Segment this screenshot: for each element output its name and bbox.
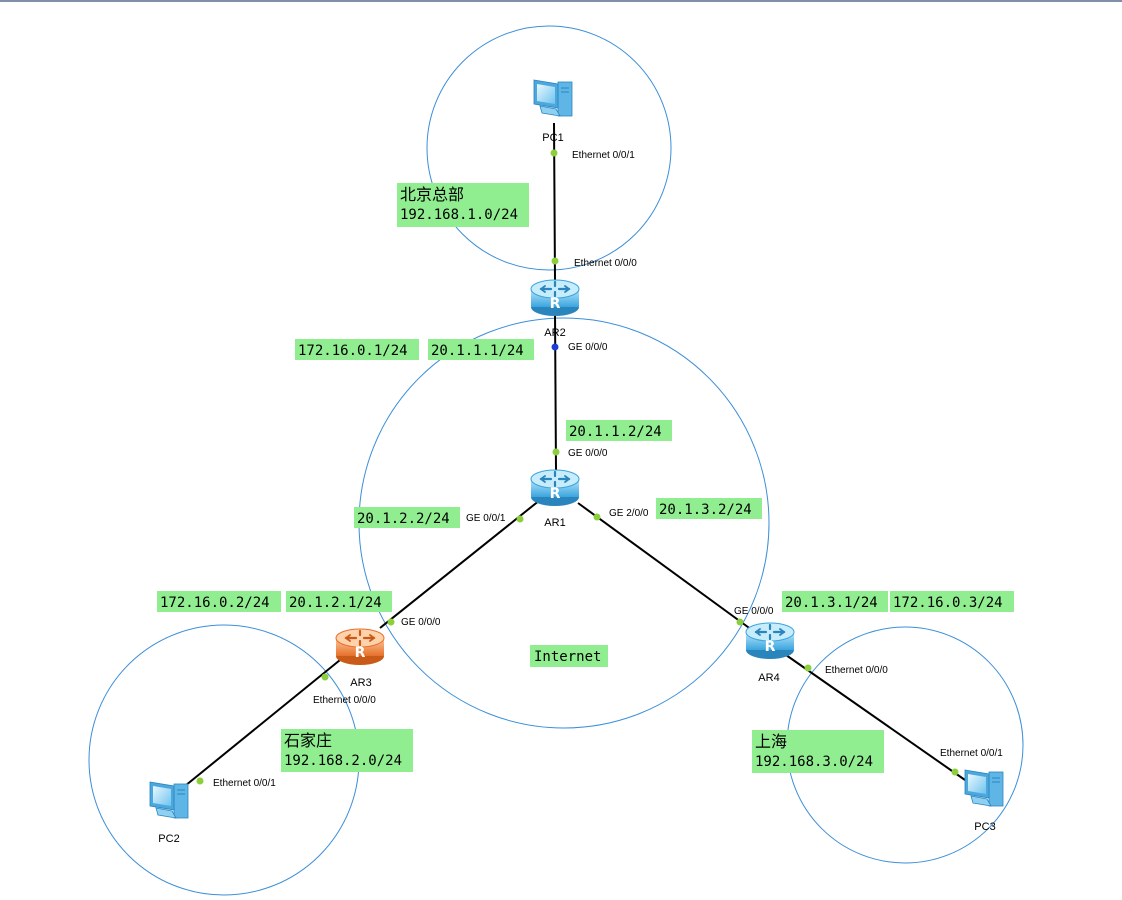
port-dot-ar4-eth[interactable] [804,664,812,672]
ar1-label: AR1 [544,517,565,529]
shijiazhuang-label-bg [281,729,413,772]
ar3[interactable] [334,627,386,667]
ar4-public-ip: 20.1.3.1/24 [785,595,878,611]
port-dot-ar3-eth[interactable] [321,673,329,681]
beijing-zone-circle [426,25,672,271]
link-ar1-ar4[interactable] [577,502,753,631]
port-label-ar1-ge000: GE 0/0/0 [568,448,608,459]
ar4-public-label-bg [782,591,888,612]
port-label-ar3-eth: Ethernet 0/0/0 [313,695,376,706]
ar2-public-ip: 20.1.1.1/24 [431,343,524,359]
router-icon [529,278,581,318]
ar2[interactable] [529,278,581,318]
ar1-to-ar2-label-bg [566,420,672,441]
port-label-ar3-ge: GE 0/0/0 [401,617,441,628]
link-ar1-ar3[interactable] [379,499,541,629]
internet-label-bg [530,645,608,667]
ar2-tunnel-label-bg [295,339,419,360]
port-label-ar2-ge: GE 0/0/0 [568,342,608,353]
port-label-pc3: Ethernet 0/0/1 [940,748,1003,759]
ar3-public-label-bg [286,591,392,612]
pc2[interactable] [149,781,189,819]
ar1[interactable] [529,468,581,508]
link-ar2-ar1[interactable] [554,312,557,471]
ar2-public-label-bg [428,339,534,360]
link-ar3-pc2[interactable] [179,659,341,791]
port-dot-ar2-eth[interactable] [551,257,559,265]
port-label-pc2: Ethernet 0/0/1 [213,778,276,789]
pc1[interactable] [533,79,573,117]
pc2-label: PC2 [158,833,179,845]
router-icon [334,627,386,667]
shanghai-name: 上海 [755,732,787,751]
port-label-ar1-ge001: GE 0/0/1 [466,513,506,524]
ar1-to-ar4-ip: 20.1.3.2/24 [659,502,752,518]
pc3[interactable] [964,769,1004,807]
ar4-tunnel-ip: 172.16.0.3/24 [893,595,1003,611]
ar2-tunnel-ip: 172.16.0.1/24 [298,343,408,359]
shijiazhuang-network: 192.168.2.0/24 [284,753,402,769]
ar1-to-ar3-label-bg [354,507,460,528]
beijing-name: 北京总部 [400,185,464,204]
ar4-label: AR4 [758,672,779,684]
port-dot-pc3[interactable] [951,768,959,776]
ar3-label: AR3 [350,677,371,689]
pc3-label: PC3 [974,821,995,833]
shanghai-label-bg [752,730,884,773]
router-icon [744,621,796,661]
ar3-public-ip: 20.1.2.1/24 [289,595,382,611]
port-dot-pc1[interactable] [550,149,558,157]
ar4[interactable] [744,621,796,661]
port-label-pc1: Ethernet 0/0/1 [572,150,635,161]
port-dot-ar1-ge200[interactable] [593,513,601,521]
ar1-to-ar4-label-bg [656,498,762,519]
port-dot-ar1-ge001[interactable] [516,515,524,523]
shanghai-network: 192.168.3.0/24 [755,754,873,770]
port-label-ar1-ge200: GE 2/0/0 [609,508,649,519]
port-label-ar2-eth: Ethernet 0/0/0 [574,258,637,269]
ar3-tunnel-label-bg [157,591,281,612]
link-ar4-pc3[interactable] [785,654,966,781]
port-dot-ar4-ge[interactable] [736,618,744,626]
ar4-tunnel-label-bg [890,591,1014,612]
beijing-label-bg [397,183,529,227]
port-dots [196,149,959,785]
port-dot-pc2[interactable] [196,777,204,785]
links [179,122,966,791]
annotation-labels: 北京总部 192.168.1.0/24 172.16.0.1/24 20.1.1… [157,183,1014,773]
pc1-label: PC1 [542,132,563,144]
beijing-network: 192.168.1.0/24 [400,207,518,223]
devices: PC1 AR2 AR1 AR3 AR4 PC2 PC3 [149,79,1004,845]
link-pc1-ar2[interactable] [553,122,556,281]
ar1-to-ar3-ip: 20.1.2.2/24 [357,511,450,527]
port-labels: Ethernet 0/0/1 Ethernet 0/0/0 GE 0/0/0 G… [213,150,1003,789]
pc-icon [964,769,1004,807]
port-dot-ar3-ge[interactable] [387,618,395,626]
port-label-ar4-ge: GE 0/0/0 [734,606,774,617]
ar3-tunnel-ip: 172.16.0.2/24 [160,595,270,611]
ar1-to-ar2-ip: 20.1.1.2/24 [569,424,662,440]
port-dot-ar1-ge000[interactable] [552,448,560,456]
ar2-label: AR2 [544,327,565,339]
pc-icon [533,79,573,117]
shijiazhuang-name: 石家庄 [284,731,332,750]
pc-icon [149,781,189,819]
port-dot-ar2-ge[interactable] [551,343,559,351]
top-border [0,0,1122,2]
port-label-ar4-eth: Ethernet 0/0/0 [825,665,888,676]
internet-label: Internet [534,649,601,665]
router-icon [529,468,581,508]
